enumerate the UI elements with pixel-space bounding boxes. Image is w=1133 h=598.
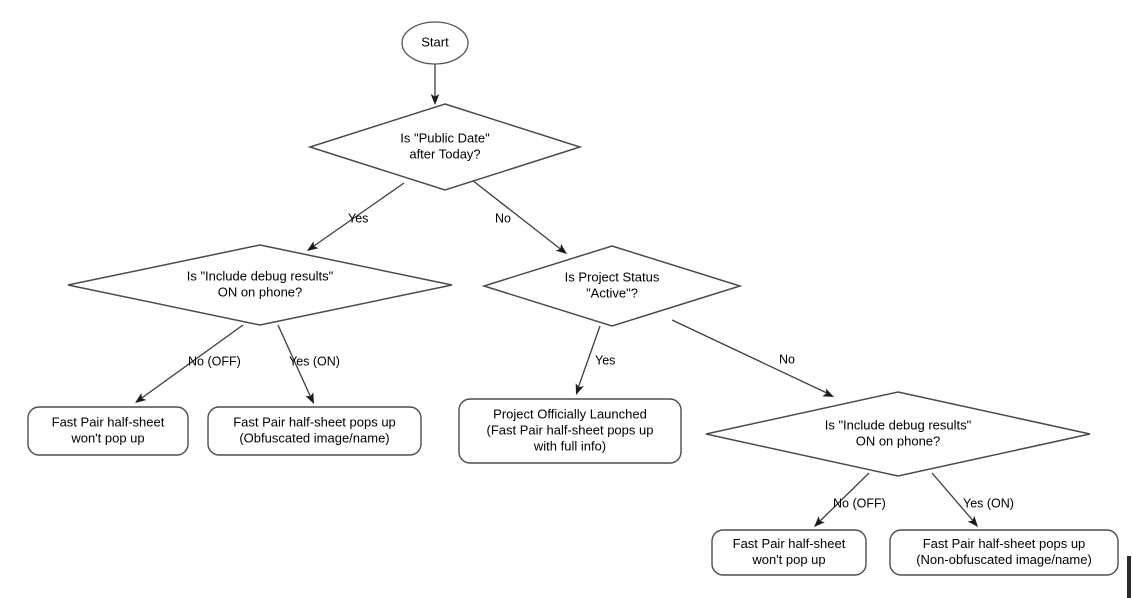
edge-project-status-no: No bbox=[671, 319, 834, 397]
edge-debug-left-yes-on: Yes (ON) bbox=[277, 324, 340, 404]
process-shape bbox=[711, 529, 867, 576]
process-shape bbox=[27, 406, 189, 456]
node-label-line: Fast Pair half-sheet pops up bbox=[923, 536, 1086, 551]
edge-line bbox=[817, 472, 870, 524]
node-label-line: with full info) bbox=[533, 438, 606, 453]
node-label-line: after Today? bbox=[409, 146, 480, 161]
node-label-line: Is "Include debug results" bbox=[825, 417, 972, 432]
edge-public-date-no: No bbox=[471, 179, 567, 254]
node-label-line: Fast Pair half-sheet bbox=[52, 414, 165, 429]
edge-line bbox=[277, 324, 313, 401]
node-result-launched[interactable]: Project Officially Launched(Fast Pair ha… bbox=[458, 398, 682, 464]
edge-line bbox=[931, 472, 976, 524]
node-decision-debug-right[interactable]: Is "Include debug results"ON on phone? bbox=[705, 391, 1091, 477]
node-label-line: won't pop up bbox=[70, 430, 144, 445]
arrow-head-icon bbox=[967, 515, 978, 527]
node-label-line: Is Project Status bbox=[565, 269, 660, 284]
right-edge-bar bbox=[1127, 556, 1131, 598]
node-result-left-on[interactable]: Fast Pair half-sheet pops up(Obfuscated … bbox=[207, 406, 422, 456]
node-label-line: ON on phone? bbox=[856, 433, 941, 448]
node-label-line: (Non-obfuscated image/name) bbox=[916, 552, 1092, 567]
node-label-line: Project Officially Launched bbox=[493, 406, 647, 421]
edge-start-to-public-date bbox=[430, 64, 440, 105]
edge-debug-left-no-off: No (OFF) bbox=[135, 324, 244, 403]
node-label-line: (Fast Pair half-sheet pops up bbox=[487, 422, 654, 437]
edge-debug-right-yes-on: Yes (ON) bbox=[931, 472, 1014, 527]
artifacts-layer bbox=[1127, 556, 1131, 598]
node-label-line: (Obfuscated image/name) bbox=[239, 430, 389, 445]
edge-line bbox=[310, 182, 405, 249]
process-shape bbox=[207, 406, 422, 456]
node-label-line: Is "Include debug results" bbox=[187, 268, 334, 283]
edge-line bbox=[471, 179, 564, 252]
arrow-head-icon bbox=[575, 383, 584, 395]
node-label-line: ON on phone? bbox=[218, 284, 303, 299]
edge-label: No bbox=[495, 211, 511, 225]
edge-label: Yes bbox=[595, 353, 615, 367]
terminator-shape bbox=[401, 21, 469, 65]
arrow-head-icon bbox=[430, 94, 440, 105]
decision-shape bbox=[307, 103, 583, 191]
edge-label: No (OFF) bbox=[188, 354, 241, 368]
nodes-layer: Start Is "Public Date"after Today? Is "Inc… bbox=[27, 21, 1119, 576]
process-shape bbox=[889, 529, 1119, 576]
edge-label: Yes bbox=[348, 211, 368, 225]
node-label-line: "Active"? bbox=[586, 285, 638, 300]
arrow-head-icon bbox=[307, 241, 319, 251]
edge-label: No (OFF) bbox=[833, 496, 886, 510]
node-decision-debug-left[interactable]: Is "Include debug results"ON on phone? bbox=[67, 244, 453, 326]
node-decision-project-status[interactable]: Is Project Status"Active"? bbox=[481, 245, 743, 327]
arrow-head-icon bbox=[814, 516, 825, 527]
edge-label: No bbox=[779, 352, 795, 366]
edge-label: Yes (ON) bbox=[963, 496, 1014, 510]
process-shape bbox=[458, 398, 682, 464]
node-label-line: Start bbox=[421, 34, 449, 49]
node-label-line: won't pop up bbox=[751, 552, 825, 567]
arrow-head-icon bbox=[555, 243, 567, 254]
arrow-head-icon bbox=[822, 388, 834, 397]
edge-line bbox=[138, 324, 244, 401]
node-label-line: Fast Pair half-sheet pops up bbox=[233, 414, 396, 429]
decision-shape bbox=[481, 245, 743, 327]
node-decision-public-date[interactable]: Is "Public Date"after Today? bbox=[307, 103, 583, 191]
edge-line bbox=[671, 319, 830, 395]
arrow-head-icon bbox=[135, 393, 147, 403]
node-start[interactable]: Start bbox=[401, 21, 469, 65]
node-label-line: Is "Public Date" bbox=[400, 130, 490, 145]
node-label-line: Fast Pair half-sheet bbox=[733, 536, 846, 551]
decision-shape bbox=[67, 244, 453, 326]
decision-shape bbox=[705, 391, 1091, 477]
edge-label: Yes (ON) bbox=[289, 354, 340, 368]
edge-project-status-yes: Yes bbox=[575, 325, 615, 395]
arrow-head-icon bbox=[305, 392, 314, 404]
node-result-right-on[interactable]: Fast Pair half-sheet pops up(Non-obfusca… bbox=[889, 529, 1119, 576]
edge-debug-right-no-off: No (OFF) bbox=[814, 472, 886, 527]
edge-line bbox=[576, 325, 601, 392]
edge-public-date-yes: Yes bbox=[307, 182, 405, 251]
